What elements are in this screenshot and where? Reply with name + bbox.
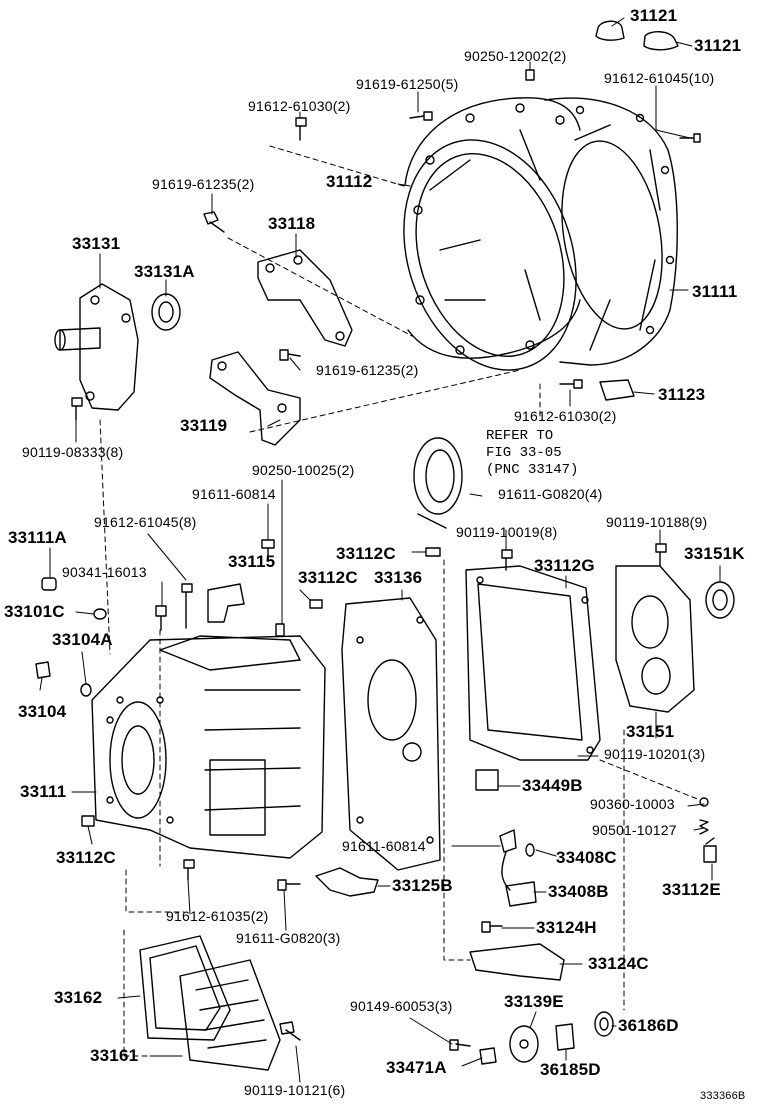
clip-33449B [475,769,499,791]
bracket-33125B [315,867,379,897]
label-33151K: 33151K [684,544,745,563]
leader-lines [39,17,721,1083]
label-33104: 33104 [18,702,67,721]
label-33151: 33151 [626,722,675,741]
label-90250-10025: 90250-10025(2) [252,462,355,478]
label-91612-61035: 91612-61035(2) [166,908,269,924]
label-90149-60053: 90149-60053(3) [350,998,453,1014]
label-90360-10003: 90360-10003 [590,796,675,812]
bolt-90149 [449,1039,471,1051]
intermediate-plate-33136 [341,597,441,871]
label-91611-60814-a: 91611-60814 [192,486,276,502]
label-90501-10127: 90501-10127 [592,822,677,838]
label-90341-16013: 90341-16013 [62,564,147,580]
label-33112G: 33112G [534,556,595,575]
label-91611-G0820-b: 91611-G0820(3) [236,930,341,946]
label-91611-G0820-a: 91611-G0820(4) [498,486,603,502]
label-33408C: 33408C [556,848,617,867]
label-91611-60814-b: 91611-60814 [342,838,426,854]
label-33408B: 33408B [548,882,609,901]
label-33131A: 33131A [134,262,195,281]
plug-90360-10003 [699,797,709,807]
label-33161: 33161 [90,1046,139,1065]
label-91612-61030-top: 91612-61030(2) [248,98,351,114]
label-33104A: 33104A [52,630,113,649]
label-33449B: 33449B [522,776,583,795]
label-33471A: 33471A [386,1058,447,1077]
sensor-33139E [509,1025,539,1063]
label-31123: 31123 [658,385,706,404]
bracket-33124C [469,943,565,981]
label-33112C-c: 33112C [56,848,116,867]
label-90119-08333: 90119-08333(8) [22,444,124,460]
label-33119: 33119 [180,416,228,435]
label-90119-10019: 90119-10019(8) [456,524,558,540]
cover-33161 [179,959,301,1071]
plug-33112E [703,837,717,863]
bracket-33115 [207,583,245,623]
bolts-top [203,111,701,389]
plug-33471A [479,1047,497,1065]
clutch-housing-31112 [403,97,581,371]
label-31121-b: 31121 [694,36,742,55]
bracket-33119 [209,351,301,446]
label-91612-61045-mid: 91612-61045(8) [94,514,197,530]
gear-36185D [555,1023,575,1051]
label-31111-top: 31111 [692,282,738,301]
label-33124C: 33124C [588,954,649,973]
label-90250-12002: 90250-12002(2) [464,48,567,64]
label-33162: 33162 [54,988,103,1007]
label-33124H: 33124H [536,918,597,937]
label-33125B: 33125B [392,876,453,895]
main-case-33111 [91,635,326,859]
label-91612-61045-top: 91612-61045(10) [604,70,715,86]
bracket-33118 [257,249,353,347]
label-91619-61235-a: 91619-61235(2) [152,176,255,192]
extension-case-33112G [465,549,601,761]
label-31112: 31112 [326,172,373,191]
oil-seal-33151K [705,581,735,619]
label-33112C-a: 33112C [336,544,396,563]
pin-33112C [309,599,323,609]
sensor-33408B [499,829,537,907]
seal-36186D [594,1011,614,1037]
label-33131: 33131 [72,234,121,253]
figure-id: 333366B [700,1090,746,1102]
label-33115: 33115 [228,552,276,571]
label-90119-10188: 90119-10188(9) [606,514,708,530]
label-33112E: 33112E [662,880,721,899]
label-91619-61235-b: 91619-61235(2) [316,362,419,378]
label-91619-61250: 91619-61250(5) [356,76,459,92]
label-33111A: 33111A [8,528,67,547]
cover-31123 [599,379,635,401]
label-33101C: 33101C [4,602,65,621]
label-91612-61030-bottom: 91612-61030(2) [514,408,617,424]
transmission-case-31111 [544,97,678,366]
spring-90501-10127 [699,819,709,835]
bolt-91611-60814 [261,539,275,561]
label-31121-a: 31121 [630,6,678,25]
cover-gasket-33162 [139,935,231,1041]
refer-note: REFER TO FIG 33-05 (PNC 33147) [486,428,579,478]
rear-cover-33151 [615,543,695,713]
label-33136: 33136 [374,568,423,587]
pin-33112C-b [425,547,441,557]
small-parts-left [35,577,193,827]
label-33139E: 33139E [504,992,564,1011]
label-90119-10201: 90119-10201(3) [604,746,706,762]
seal-33147 [413,437,463,529]
label-90119-10121: 90119-10121(6) [244,1082,346,1098]
label-33111-mid: 33111 [20,782,67,801]
label-36185D: 36185D [540,1060,601,1079]
label-36186D: 36186D [618,1016,679,1035]
oil-seal-33131A [151,293,181,331]
label-33112C-b: 33112C [298,568,358,587]
extension-housing-33131 [54,283,139,421]
label-33118: 33118 [268,214,316,233]
dashed-alignment-lines [99,145,701,1057]
